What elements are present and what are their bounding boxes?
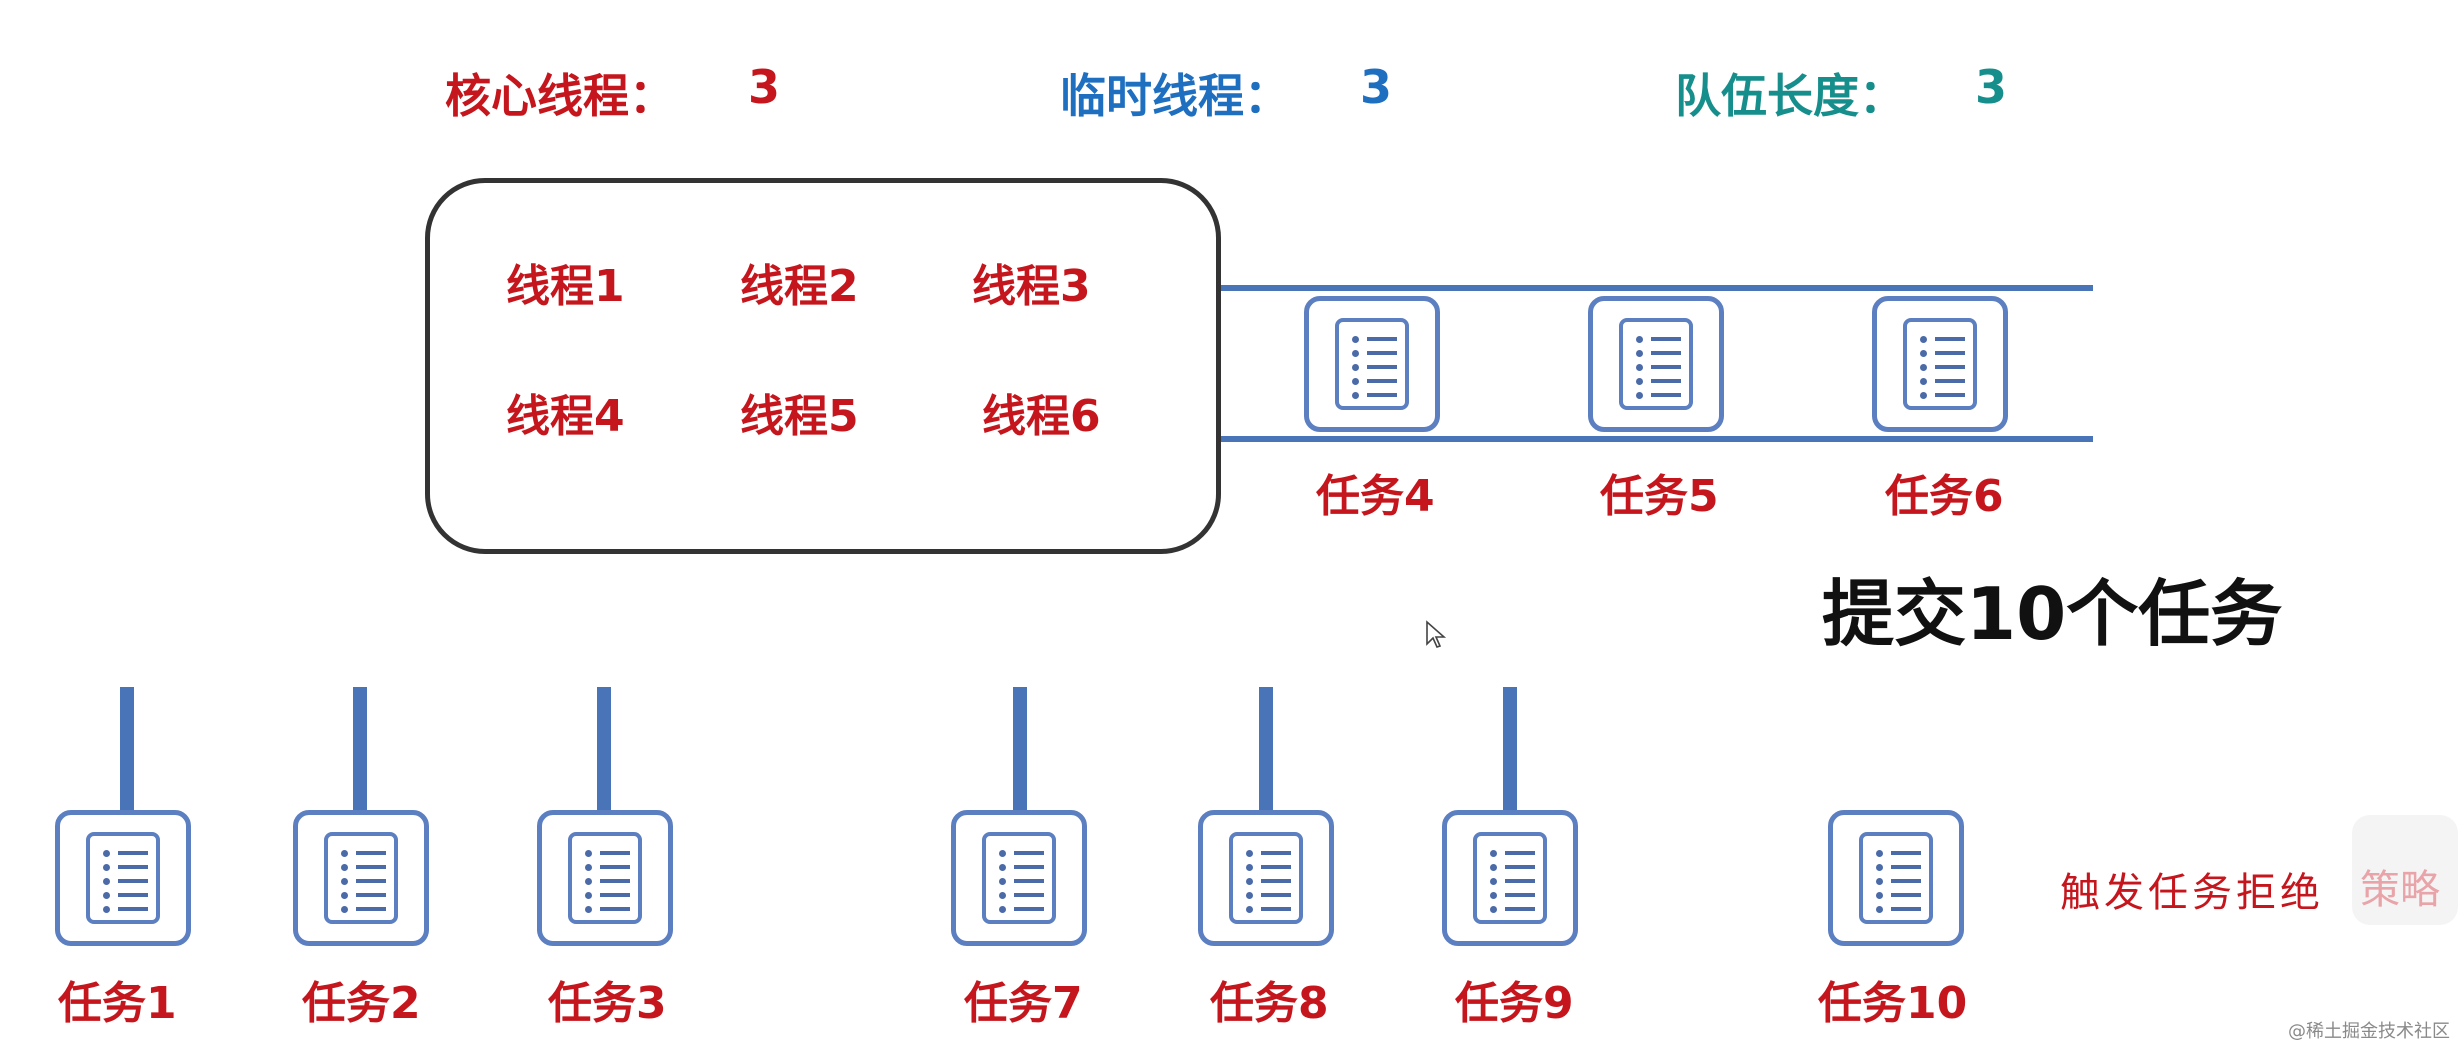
- queue-rail-bottom: [1221, 436, 2093, 442]
- stem-7: [1013, 687, 1027, 810]
- task-10-icon: [1828, 810, 1964, 946]
- reject-policy-badge-text: 策略: [2360, 867, 2440, 913]
- core-threads-label: 核心线程：: [445, 69, 675, 123]
- queue-length-label: 队伍长度：: [1675, 69, 1905, 123]
- stem-2: [353, 687, 367, 810]
- task-9-label: 任务9: [1455, 978, 1574, 1029]
- task-5-label: 任务5: [1600, 471, 1719, 522]
- temp-threads-value: 3: [1360, 60, 1393, 114]
- thread-1: 线程1: [506, 261, 625, 312]
- task-6-icon: [1872, 296, 2008, 432]
- stem-8: [1259, 687, 1273, 810]
- core-threads-value: 3: [748, 60, 781, 114]
- task-6-label: 任务6: [1885, 471, 2004, 522]
- task-10-label: 任务10: [1818, 978, 1968, 1029]
- thread-pool-box: [425, 178, 1221, 554]
- task-8-label: 任务8: [1210, 978, 1329, 1029]
- mouse-cursor-icon: [1426, 620, 1447, 648]
- reject-policy-badge: 策略: [2352, 815, 2458, 925]
- stem-9: [1503, 687, 1517, 810]
- queue-rail-top: [1221, 285, 2093, 291]
- task-9-icon: [1442, 810, 1578, 946]
- temp-threads-label: 临时线程：: [1060, 69, 1290, 123]
- thread-6: 线程6: [982, 391, 1101, 442]
- thread-5: 线程5: [740, 391, 859, 442]
- queue-length-value: 3: [1975, 60, 2008, 114]
- task-5-icon: [1588, 296, 1724, 432]
- task-4-label: 任务4: [1316, 471, 1435, 522]
- task-7-icon: [951, 810, 1087, 946]
- stem-1: [120, 687, 134, 810]
- task-2-label: 任务2: [302, 978, 421, 1029]
- task-2-icon: [293, 810, 429, 946]
- task-1-icon: [55, 810, 191, 946]
- task-7-label: 任务7: [964, 978, 1083, 1029]
- task-1-label: 任务1: [58, 978, 177, 1029]
- stem-3: [597, 687, 611, 810]
- thread-4: 线程4: [506, 391, 625, 442]
- submit-title: 提交10个任务: [1822, 572, 2283, 656]
- task-8-icon: [1198, 810, 1334, 946]
- thread-3: 线程3: [972, 261, 1091, 312]
- thread-2: 线程2: [740, 261, 859, 312]
- task-3-icon: [537, 810, 673, 946]
- task-4-icon: [1304, 296, 1440, 432]
- reject-policy-text: 触发任务拒绝: [2060, 870, 2324, 916]
- task-3-label: 任务3: [548, 978, 667, 1029]
- watermark: @稀土掘金技术社区: [2288, 1021, 2450, 1042]
